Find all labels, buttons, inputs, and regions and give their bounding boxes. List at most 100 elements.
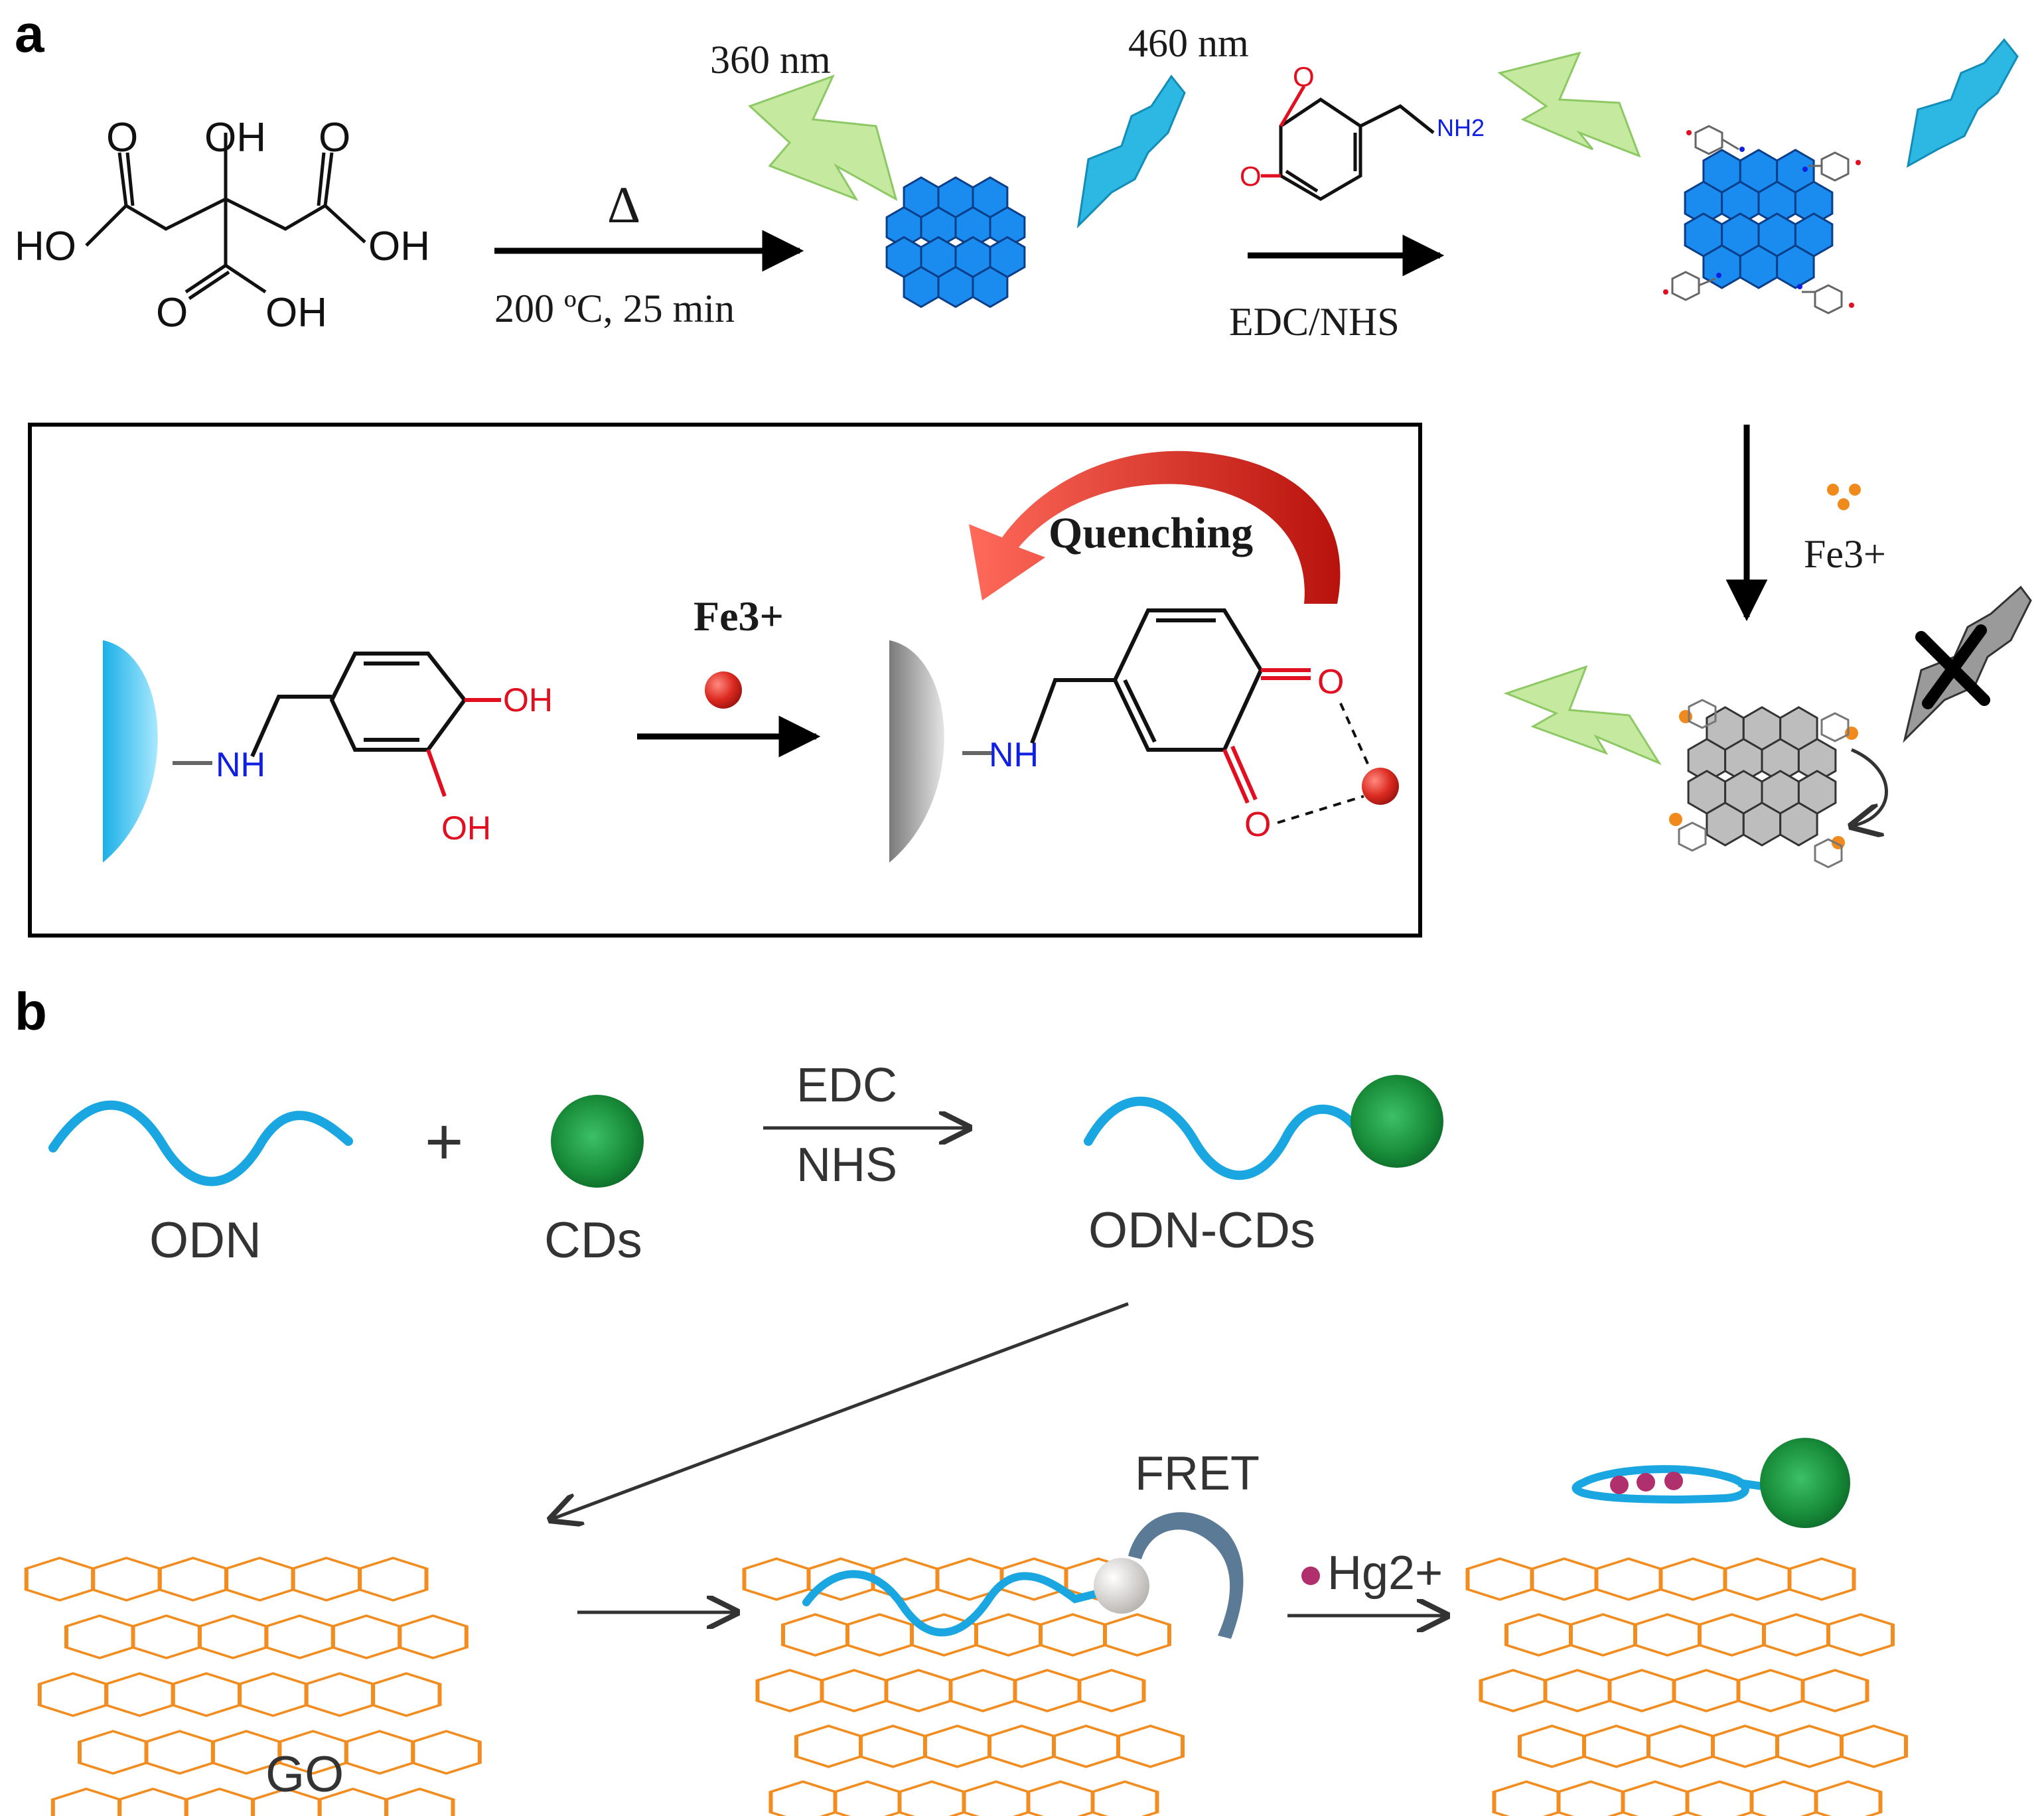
graphene-cell <box>742 1557 811 1601</box>
emission-flash-icon-2 <box>1906 38 2019 168</box>
graphene-cell <box>1504 1613 1573 1657</box>
graphene-cell <box>962 1780 1031 1816</box>
panel-a-label: a <box>15 4 44 63</box>
iron-label: Fe3+ <box>1804 532 1886 576</box>
graphene-cell <box>1116 1724 1185 1768</box>
graphene-cell <box>1633 1613 1702 1657</box>
graphene-cell <box>1800 1669 1869 1712</box>
graphene-cell <box>1518 1724 1586 1768</box>
graphene-cell <box>884 1669 953 1712</box>
graphene-cell <box>1479 1669 1548 1712</box>
quinone-o-top: O <box>1317 663 1344 701</box>
graphene-oxide-sheet <box>24 1557 482 1816</box>
graphene-cell <box>923 1724 991 1768</box>
hexagon-cell <box>1797 738 1837 783</box>
graphene-cell <box>1026 1780 1095 1816</box>
hexagon-cell <box>1706 802 1745 847</box>
fret-label: FRET <box>1135 1447 1260 1500</box>
graphene-cell <box>1672 1669 1741 1712</box>
mercury-ion-icon <box>1301 1567 1320 1585</box>
citric-acid-structure <box>85 133 366 301</box>
graphene-oxide-sheet-3 <box>1465 1557 1908 1816</box>
graphene-cell <box>398 1614 469 1659</box>
hexagon-cell <box>937 265 974 309</box>
graphene-cell <box>37 1672 109 1717</box>
coupling-reagents: EDC/NHS <box>1229 300 1400 344</box>
emission-flash-icon <box>1076 74 1186 229</box>
catechol-oh-top: OH <box>503 681 553 719</box>
graphene-cell <box>1787 1557 1856 1601</box>
odn-cds-label: ODN-CDs <box>1088 1202 1315 1259</box>
quinone-o-bottom: O <box>1244 805 1271 844</box>
conjugate-strand <box>1084 1096 1392 1180</box>
graphene-cell <box>1723 1557 1792 1601</box>
surface-ligands <box>1671 125 1850 314</box>
iron-ion-red-icon <box>705 671 742 709</box>
graphene-cell <box>1077 1669 1146 1712</box>
graphene-cell <box>197 1614 269 1659</box>
graphene-cell <box>781 1613 849 1657</box>
heat-conditions: 200 ºC, 25 min <box>494 287 735 330</box>
odn-label: ODN <box>149 1212 261 1269</box>
graphene-cell <box>987 1724 1056 1768</box>
citric-o-bottom: O <box>156 290 188 336</box>
quenched-dot-surface <box>889 640 944 863</box>
graphene-cell <box>859 1724 927 1768</box>
emission-wavelength: 460 nm <box>1128 21 1249 65</box>
blocked-emission-icon <box>1903 585 2032 743</box>
graphene-cell <box>768 1780 838 1816</box>
go-label: GO <box>265 1746 344 1803</box>
graphene-cell <box>1762 1613 1830 1657</box>
graphene-cell <box>871 1557 940 1601</box>
citric-oh-top: OH <box>204 115 266 161</box>
graphene-cell <box>184 1787 256 1816</box>
graphene-cell <box>1749 1780 1818 1816</box>
graphene-cell <box>948 1669 1017 1712</box>
odn-strand <box>48 1100 353 1186</box>
graphene-cell <box>91 1557 162 1602</box>
graphene-cell <box>24 1557 96 1602</box>
plus-sign: + <box>425 1105 463 1179</box>
graphene-cell <box>1582 1724 1650 1768</box>
to-go-arrow <box>551 1302 1129 1519</box>
graphene-cell <box>78 1730 149 1775</box>
hexagon-cell <box>1776 244 1815 289</box>
graphene-cell <box>344 1730 415 1775</box>
chelated-iron-icon <box>1362 768 1399 805</box>
graphene-cell <box>384 1787 455 1816</box>
graphene-cell <box>1775 1724 1844 1768</box>
carbon-dot <box>885 176 1026 309</box>
graphene-cell <box>897 1780 966 1816</box>
hexagon-cell <box>972 265 1009 309</box>
graphene-cell <box>1492 1780 1561 1816</box>
graphene-cell <box>1103 1613 1171 1657</box>
graphene-cell <box>224 1557 295 1602</box>
cds-label: CDs <box>544 1212 642 1269</box>
graphene-cell <box>411 1730 482 1775</box>
hexagon-cell <box>903 265 940 309</box>
graphene-cell <box>1465 1557 1534 1601</box>
graphene-cell <box>104 1672 175 1717</box>
graphene-cell <box>64 1614 135 1659</box>
linker-o-left: O <box>1240 161 1262 192</box>
citric-oh-right: OH <box>368 224 430 269</box>
fret-arrow-icon <box>1128 1512 1244 1639</box>
graphene-cell <box>1826 1613 1895 1657</box>
hexagon-cell <box>1794 180 1834 226</box>
blocked-cross-icon <box>1915 624 1990 709</box>
graphene-cell <box>117 1787 188 1816</box>
graphene-cell <box>755 1669 824 1712</box>
quench-return-arrow-icon <box>1852 748 1888 826</box>
inset-nh-left: NH <box>216 746 265 784</box>
coordination-bonds <box>1277 703 1372 824</box>
graphene-cell <box>794 1724 863 1768</box>
graphene-cell <box>1013 1669 1082 1712</box>
linker-structure <box>1261 85 1435 201</box>
graphene-cell <box>1685 1780 1754 1816</box>
carbon-dot-green-icon <box>551 1095 644 1188</box>
graphene-cell <box>820 1669 889 1712</box>
graphene-cell <box>845 1613 914 1657</box>
bound-ligands <box>1678 699 1850 869</box>
hexagon-cell <box>1742 802 1782 847</box>
